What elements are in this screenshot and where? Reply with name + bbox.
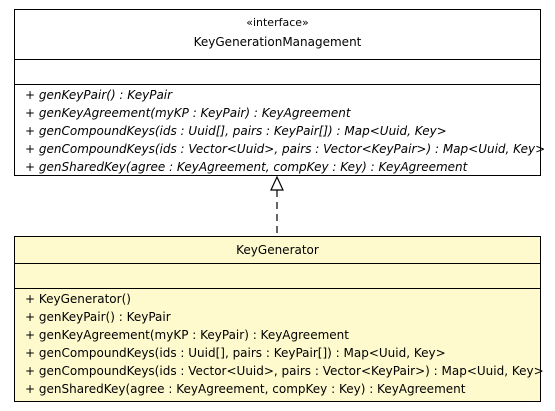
implementation-operations-compartment: + KeyGenerator() + genKeyPair() : KeyPai… xyxy=(25,290,544,398)
interface-class-name: KeyGenerationManagement xyxy=(193,35,362,49)
implementation-operation: + KeyGenerator() xyxy=(25,292,131,306)
interface-operation: + genKeyAgreement(myKP : KeyPair) : KeyA… xyxy=(25,106,351,120)
implementation-operation: + genCompoundKeys(ids : Vector<Uuid>, pa… xyxy=(25,364,544,378)
implementation-operation: + genKeyPair() : KeyPair xyxy=(25,310,171,324)
implementation-operation: + genCompoundKeys(ids : Uuid[], pairs : … xyxy=(25,346,446,360)
implementation-name-compartment: KeyGenerator xyxy=(15,237,540,264)
implementation-attributes-compartment xyxy=(15,264,540,289)
implementation-class-box: KeyGenerator + KeyGenerator() + genKeyPa… xyxy=(14,236,544,402)
interface-stereotype: «interface» xyxy=(246,16,309,29)
interface-name-compartment: «interface» KeyGenerationManagement xyxy=(15,10,540,60)
interface-operation: + genKeyPair() : KeyPair xyxy=(25,88,173,102)
interface-operation: + genCompoundKeys(ids : Uuid[], pairs : … xyxy=(25,124,447,138)
implementation-class-name: KeyGenerator xyxy=(236,243,319,257)
realization-arrowhead-icon xyxy=(270,175,284,191)
implementation-operation: + genSharedKey(agree : KeyAgreement, com… xyxy=(25,382,466,396)
interface-operation: + genSharedKey(agree : KeyAgreement, com… xyxy=(25,160,468,174)
interface-operation: + genCompoundKeys(ids : Vector<Uuid>, pa… xyxy=(25,142,546,156)
interface-operations-compartment: + genKeyPair() : KeyPair + genKeyAgreeme… xyxy=(25,86,546,176)
interface-attributes-compartment xyxy=(15,60,540,85)
interface-class-box: «interface» KeyGenerationManagement + ge… xyxy=(14,9,546,176)
implementation-operation: + genKeyAgreement(myKP : KeyPair) : KeyA… xyxy=(25,328,349,342)
